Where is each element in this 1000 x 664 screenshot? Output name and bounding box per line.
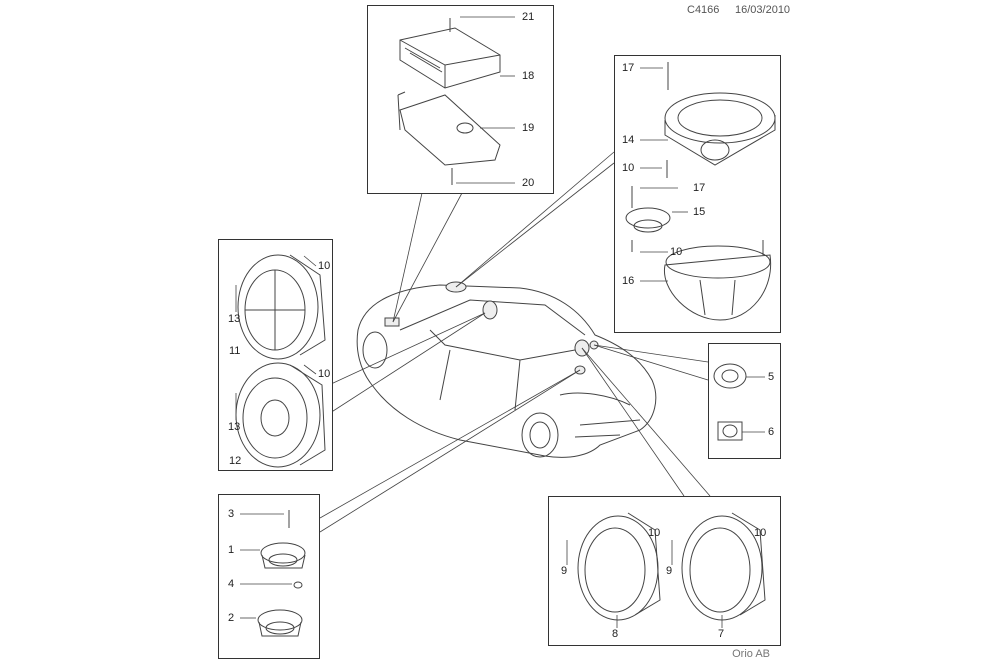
callout-17a: 17 — [622, 62, 635, 74]
callout-10d: 10 — [318, 368, 331, 380]
callout-10c: 10 — [318, 260, 331, 272]
center-speaker-detail-box — [614, 55, 781, 333]
front-speaker-detail-box — [548, 496, 781, 646]
callout-8: 8 — [612, 628, 619, 640]
callout-6: 6 — [768, 426, 775, 438]
callout-21: 21 — [522, 11, 535, 23]
callout-14: 14 — [622, 134, 635, 146]
callout-13a: 13 — [228, 313, 241, 325]
callout-4: 4 — [228, 578, 235, 590]
footer-brand: Orio AB — [732, 648, 770, 660]
callout-12: 12 — [229, 455, 242, 467]
callout-19: 19 — [522, 122, 535, 134]
callout-18: 18 — [522, 70, 535, 82]
callout-16: 16 — [622, 275, 635, 287]
car-illustration — [356, 281, 657, 458]
callout-20: 20 — [522, 177, 535, 189]
callout-1: 1 — [228, 544, 235, 556]
callout-15: 15 — [693, 206, 706, 218]
callout-5: 5 — [768, 371, 775, 383]
callout-10e: 10 — [648, 527, 661, 539]
callout-10f: 10 — [754, 527, 767, 539]
callout-2: 2 — [228, 612, 235, 624]
diagram-date: 16/03/2010 — [735, 4, 791, 16]
diagram-code: C4166 — [687, 4, 720, 16]
callout-17b: 17 — [693, 182, 706, 194]
callout-9a: 9 — [561, 565, 568, 577]
tweeter-detail-box — [708, 343, 781, 459]
callout-9b: 9 — [666, 565, 673, 577]
callout-7: 7 — [718, 628, 725, 640]
amplifier-detail-box — [367, 5, 554, 194]
callout-13b: 13 — [228, 421, 241, 433]
callout-11: 11 — [229, 345, 241, 357]
callout-10a: 10 — [622, 162, 635, 174]
callout-3: 3 — [228, 508, 235, 520]
callout-10b: 10 — [670, 246, 683, 258]
